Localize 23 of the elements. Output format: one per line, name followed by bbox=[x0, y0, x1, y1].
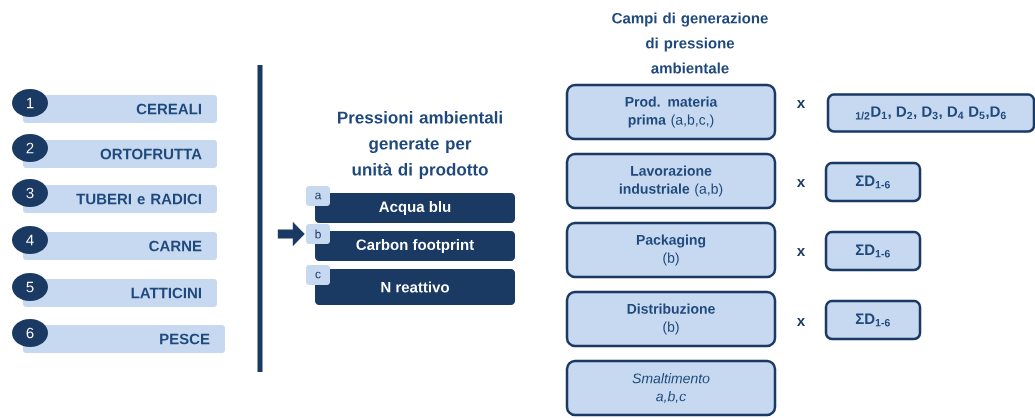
factor-box: ΣD$_{1-6}$ bbox=[824, 161, 922, 203]
number-badge: 6 bbox=[12, 319, 48, 347]
stage-box: Lavorazione industriale (a,b) bbox=[565, 152, 777, 210]
multiply-sign: x bbox=[796, 318, 806, 326]
letter-tag: b bbox=[306, 224, 330, 244]
stage-box: Distribuzione (b) bbox=[565, 290, 777, 348]
number-badge: 1 bbox=[12, 89, 48, 117]
letter-tag: a bbox=[306, 186, 330, 206]
multiply-sign: x bbox=[796, 179, 806, 187]
factor-box: ΣD$_{1-6}$ bbox=[824, 230, 922, 272]
stage-box: Packaging (b) bbox=[565, 221, 777, 279]
stage-box: Prod. materia prima (a,b,c,) bbox=[565, 83, 777, 141]
heading: Pressioni ambientali generate per unità di prodotto bbox=[338, 111, 502, 179]
number-badge: 2 bbox=[12, 134, 48, 162]
multiply-sign: x bbox=[796, 100, 806, 108]
letter-tag: c bbox=[306, 265, 330, 285]
number-badge: 4 bbox=[12, 226, 48, 254]
number-badge: 5 bbox=[12, 273, 48, 301]
factor-box: $_{1/2}$D$_{1}$, D$_{2}$, D$_{3}$, D$_{4}$ D$_{5}$,D$_{6}$ bbox=[826, 93, 1035, 133]
number-badge: 3 bbox=[12, 179, 48, 207]
factor-box: ΣD$_{1-6}$ bbox=[824, 299, 922, 341]
multiply-sign: x bbox=[796, 248, 806, 256]
stage-box: Smaltimento a,b,c bbox=[565, 359, 777, 417]
